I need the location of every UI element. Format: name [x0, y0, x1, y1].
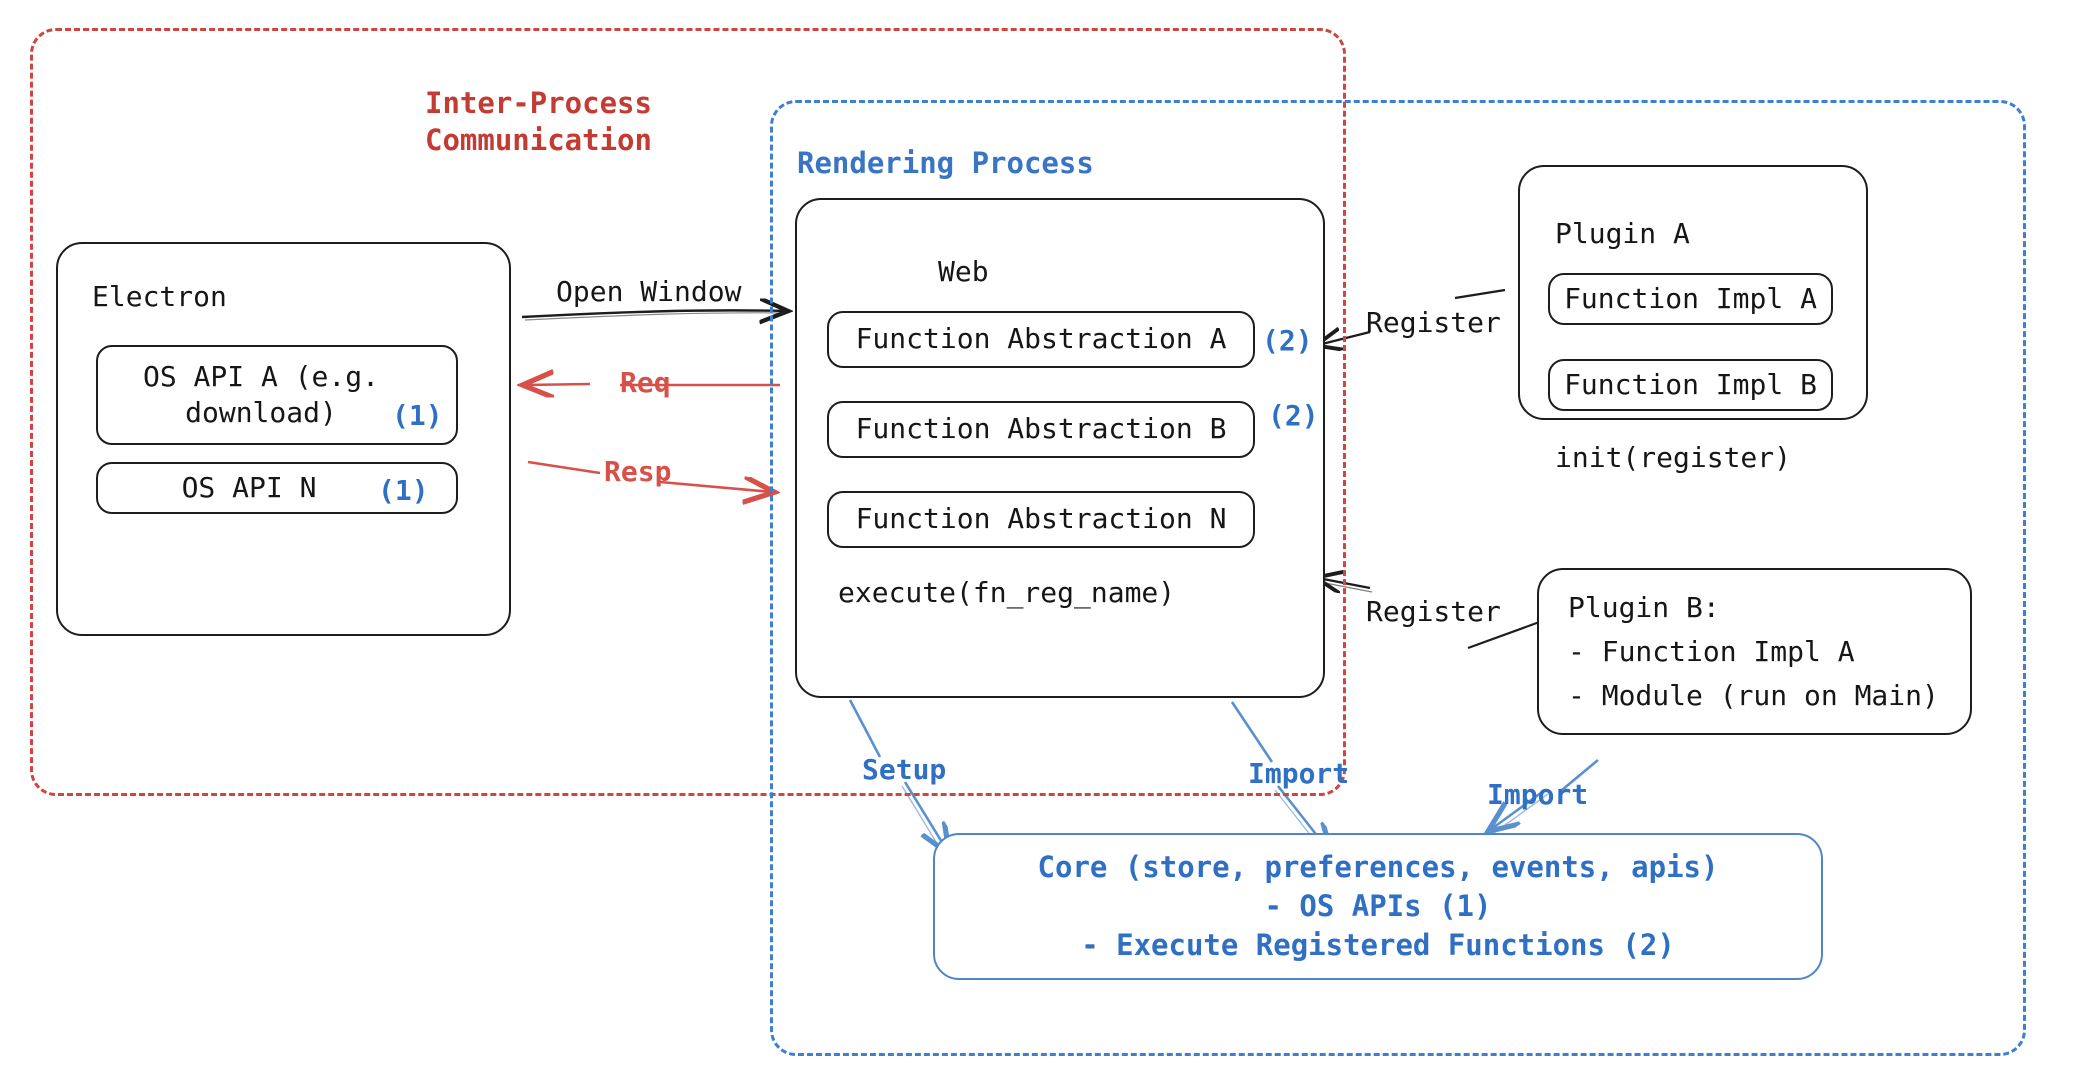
edge-label-register-plugin-a: Register — [1366, 306, 1501, 339]
web-execute-label: execute(fn_reg_name) — [838, 576, 1176, 609]
web-title: Web — [938, 255, 989, 288]
function-abstraction-n-box[interactable]: Function Abstraction N — [827, 491, 1255, 548]
plugin-a-function-impl-b-box[interactable]: Function Impl B — [1548, 359, 1833, 411]
core-line-3: - Execute Registered Functions (2) — [1081, 928, 1675, 963]
group-rendering-process — [770, 100, 2026, 1056]
edge-label-req: Req — [620, 366, 671, 399]
os-api-n-box[interactable]: OS API N — [96, 462, 458, 514]
function-abstraction-n-label: Function Abstraction N — [855, 502, 1227, 536]
function-abstraction-a-marker: (2) — [1262, 324, 1313, 357]
plugin-b-title: Plugin B: — [1568, 591, 1720, 624]
edge-label-resp: Resp — [604, 455, 672, 488]
plugin-a-title: Plugin A — [1555, 217, 1690, 250]
plugin-a-init-label: init(register) — [1555, 441, 1792, 474]
core-box[interactable]: Core (store, preferences, events, apis) … — [933, 833, 1823, 980]
function-abstraction-b-marker: (2) — [1268, 399, 1319, 432]
edge-label-import-web: Import — [1248, 757, 1350, 790]
function-abstraction-a-box[interactable]: Function Abstraction A — [827, 311, 1255, 368]
os-api-a-label: OS API A (e.g. download) — [142, 359, 379, 429]
plugin-a-function-impl-a-label: Function Impl A — [1564, 281, 1817, 315]
core-line-1: Core (store, preferences, events, apis) — [1037, 849, 1719, 884]
plugin-a-function-impl-b-label: Function Impl B — [1564, 367, 1817, 401]
core-line-2: - OS APIs (1) — [1264, 888, 1492, 923]
os-api-n-marker: (1) — [378, 474, 429, 507]
plugin-b-line-1: - Function Impl A — [1568, 635, 1855, 668]
group-label-inter-process-communication: Inter-Process Communication — [425, 86, 652, 158]
electron-title: Electron — [92, 280, 227, 313]
edge-label-import-plugin-b: Import — [1487, 778, 1589, 811]
os-api-a-box[interactable]: OS API A (e.g. download) — [96, 345, 458, 445]
function-abstraction-b-label: Function Abstraction B — [855, 412, 1227, 446]
plugin-a-function-impl-a-box[interactable]: Function Impl A — [1548, 273, 1833, 325]
edge-label-register-plugin-b: Register — [1366, 595, 1501, 628]
function-abstraction-a-label: Function Abstraction A — [855, 322, 1227, 356]
edge-label-open-window: Open Window — [556, 275, 742, 308]
group-inter-process-communication — [30, 28, 1346, 796]
edge-label-setup: Setup — [862, 753, 947, 786]
plugin-b-line-2: - Module (run on Main) — [1568, 679, 1939, 712]
function-abstraction-b-box[interactable]: Function Abstraction B — [827, 401, 1255, 458]
plugin-b-box[interactable] — [1537, 568, 1972, 735]
group-label-rendering-process: Rendering Process — [797, 146, 1094, 180]
os-api-n-label: OS API N — [181, 470, 317, 504]
os-api-a-marker: (1) — [392, 399, 443, 432]
